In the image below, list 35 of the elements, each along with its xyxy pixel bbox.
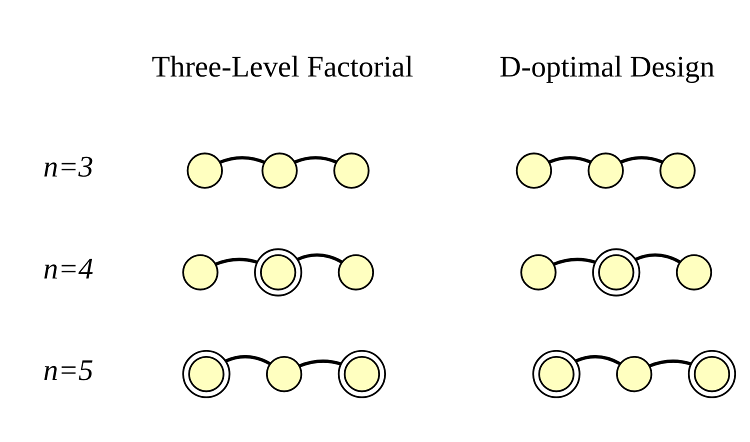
connector	[214, 257, 258, 266]
node-doublecircle	[182, 350, 230, 398]
node-circle	[262, 152, 298, 188]
node-doublecircle	[532, 350, 580, 398]
node-circle	[588, 152, 624, 188]
node-doublecircle	[592, 248, 640, 296]
node-circle	[520, 254, 557, 290]
connector	[298, 359, 342, 368]
connector	[219, 156, 265, 164]
node-circle	[186, 152, 223, 188]
node-doublecircle	[688, 350, 736, 398]
node-circle	[333, 152, 370, 188]
connector	[548, 156, 592, 164]
node-circle	[616, 355, 652, 392]
label: n=5	[43, 354, 94, 387]
node-circle	[676, 254, 712, 290]
connector	[553, 257, 596, 266]
node-doublecircle	[338, 350, 386, 398]
connector	[225, 354, 271, 365]
node-circle	[659, 152, 696, 188]
connector	[294, 156, 337, 164]
connector	[575, 354, 621, 365]
node-circle	[182, 254, 218, 290]
label: D-optimal Design	[500, 50, 715, 83]
label: n=3	[43, 150, 94, 184]
node-circle	[338, 254, 374, 290]
label: n=4	[43, 252, 94, 285]
label: Three-Level Factorial	[152, 50, 414, 83]
node-circle	[516, 152, 552, 188]
connector	[635, 252, 681, 263]
connector	[296, 252, 343, 263]
connector	[620, 156, 664, 164]
node-circle	[266, 355, 302, 392]
connector	[648, 359, 692, 368]
node-doublecircle	[254, 248, 302, 296]
